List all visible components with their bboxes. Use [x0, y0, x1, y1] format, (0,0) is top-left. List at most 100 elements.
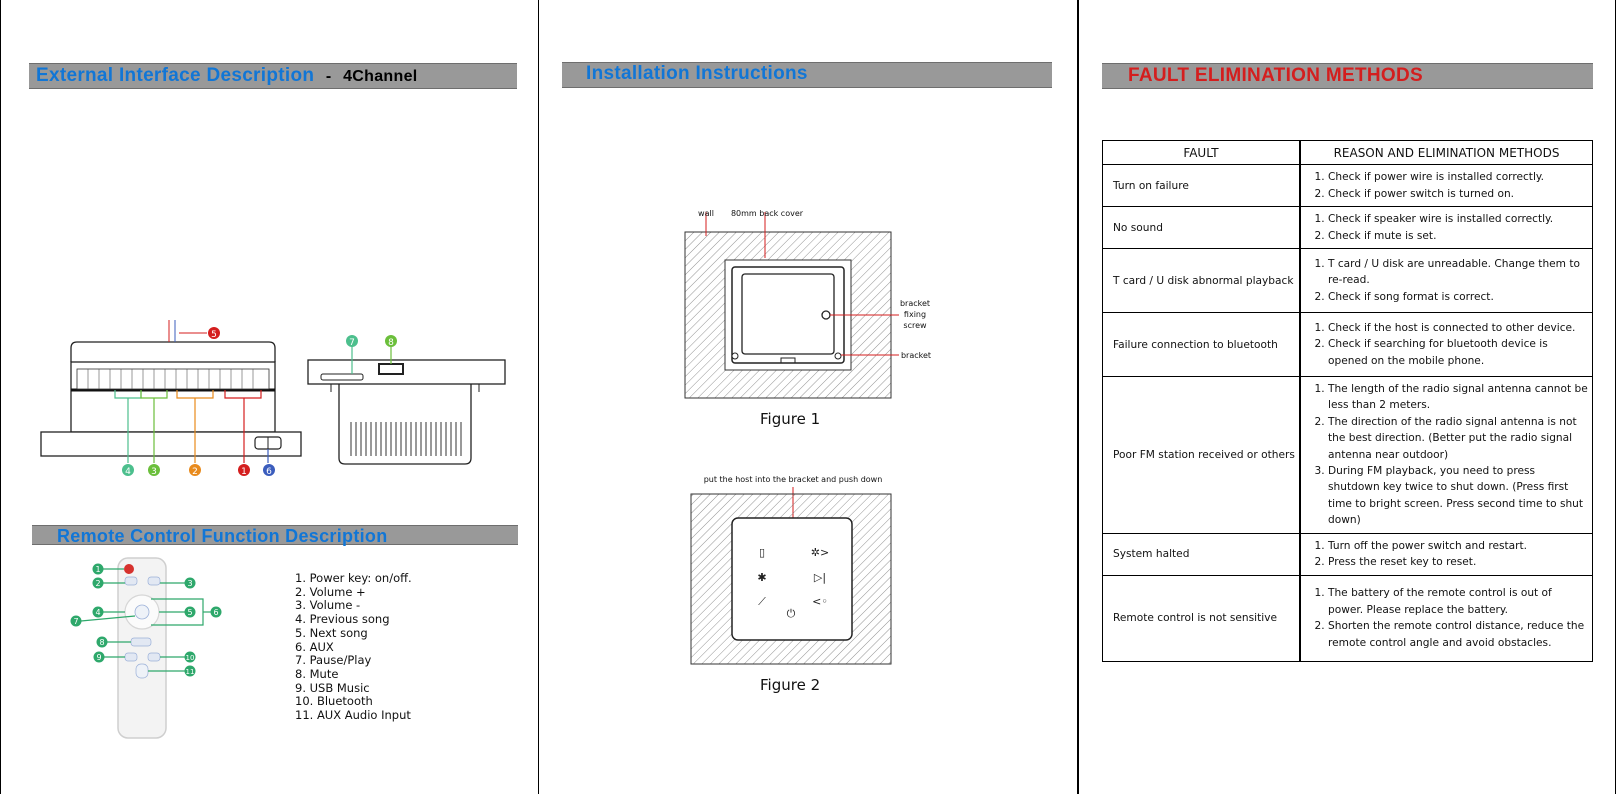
methods-cell: The battery of the remote control is out…	[1299, 574, 1593, 662]
list-item: 10. Bluetooth	[295, 694, 373, 709]
remote-function-list: 1. Power key: on/off. 2. Volume + 3. Vol…	[295, 571, 412, 723]
sd-card-icon: ▯	[759, 546, 765, 559]
svg-text:3: 3	[187, 579, 192, 588]
figure-2-diagram: put the host into the bracket and push d…	[690, 475, 892, 665]
fault-table: FAULT REASON AND ELIMINATION METHODS Tur…	[1102, 140, 1593, 662]
methods-cell: Check if the host is connected to other …	[1299, 312, 1593, 377]
figure-1-diagram: wall 80mm back cover bracket fixing scre…	[684, 209, 931, 399]
svg-text:6: 6	[213, 608, 218, 617]
method-item: Check if power wire is installed correct…	[1328, 169, 1588, 185]
remote-callout-4: 4	[92, 606, 104, 618]
remote-callout-5: 5	[184, 606, 196, 618]
list-item: 3. Volume -	[295, 598, 361, 613]
callout-7: 7	[346, 335, 358, 348]
fault-title: FAULT ELIMINATION METHODS	[1128, 65, 1423, 86]
back-icon: <◦	[812, 595, 828, 608]
remote-control-diagram: 1 2 3 4 5 6 7 8 9 10 11	[70, 557, 222, 739]
methods-cell: Check if power wire is installed correct…	[1299, 164, 1593, 207]
methods-cell: The length of the radio signal antenna c…	[1299, 376, 1593, 534]
device-panel-icons: ▯ ✲> ✱ ▷| ⟋ <◦ ⏻	[757, 546, 829, 620]
label-bracket: bracket	[901, 351, 931, 360]
svg-text:7: 7	[349, 338, 355, 348]
installation-title-bar: Installation Instructions	[562, 62, 1052, 88]
svg-text:8: 8	[388, 338, 394, 348]
table-row: Turn on failure Check if power wire is i…	[1102, 164, 1593, 207]
svg-text:4: 4	[95, 608, 100, 617]
label-wall: wall	[698, 209, 714, 218]
label-back-cover: 80mm back cover	[731, 209, 804, 218]
methods-cell: T card / U disk are unreadable. Change t…	[1299, 248, 1593, 313]
interface-title: External Interface Description - 4Channe…	[36, 65, 418, 87]
table-row: Remote control is not sensitive The batt…	[1102, 574, 1593, 662]
list-item: 1. Power key: on/off.	[295, 571, 412, 585]
svg-text:1: 1	[95, 565, 100, 574]
mute-icon: ⟋	[758, 595, 766, 608]
list-item: 11. AUX Audio Input	[295, 708, 411, 723]
method-item: T card / U disk are unreadable. Change t…	[1328, 256, 1588, 289]
fault-cell: T card / U disk abnormal playback	[1102, 248, 1301, 313]
method-item: Check if the host is connected to other …	[1328, 320, 1588, 336]
method-item: During FM playback, you need to press sh…	[1328, 463, 1588, 529]
svg-text:5: 5	[187, 608, 192, 617]
list-item: 2. Volume +	[295, 584, 366, 599]
callout-8: 8	[385, 335, 397, 348]
next-track-icon: ▷|	[814, 571, 826, 584]
svg-text:3: 3	[151, 467, 157, 477]
label-bracket-fixing-2: fixing	[904, 310, 926, 319]
remote-title: Remote Control Function Description	[57, 526, 388, 546]
callout-4: 4	[122, 464, 134, 477]
figure-1-caption: Figure 1	[760, 410, 821, 428]
callout-6: 6	[263, 464, 275, 477]
fault-cell: Failure connection to bluetooth	[1102, 312, 1301, 377]
remote-callout-11: 11	[184, 665, 196, 677]
table-row: Poor FM station received or others The l…	[1102, 376, 1593, 534]
interface-title-separator: -	[325, 68, 332, 85]
external-interface-panel: External Interface Description - 4Channe…	[0, 0, 538, 794]
installation-title: Installation Instructions	[586, 63, 808, 84]
svg-text:10: 10	[186, 654, 195, 662]
power-icon: ⏻	[787, 607, 796, 620]
method-item: The length of the radio signal antenna c…	[1328, 381, 1588, 414]
remote-callout-3: 3	[184, 577, 196, 589]
svg-text:1: 1	[241, 467, 247, 477]
fault-title-bar: FAULT ELIMINATION METHODS	[1102, 63, 1593, 89]
interface-title-bar: External Interface Description - 4Channe…	[29, 63, 517, 89]
list-item: 7. Pause/Play	[295, 653, 372, 668]
fault-cell: No sound	[1102, 206, 1301, 249]
label-bracket-fixing-3: screw	[903, 321, 927, 330]
svg-text:11: 11	[186, 668, 195, 676]
fm-icon: ✲>	[811, 546, 829, 559]
svg-text:2: 2	[192, 467, 198, 477]
table-row: No sound Check if speaker wire is instal…	[1102, 206, 1593, 249]
remote-title-bar: Remote Control Function Description	[32, 525, 518, 546]
callout-1: 1	[238, 464, 250, 477]
table-header-row: FAULT REASON AND ELIMINATION METHODS	[1102, 140, 1593, 165]
callout-5: 5	[208, 327, 220, 340]
method-item: Check if searching for bluetooth device …	[1328, 336, 1588, 369]
method-item: Check if speaker wire is installed corre…	[1328, 211, 1588, 227]
method-item: Check if song format is correct.	[1328, 289, 1588, 305]
table-row: System halted Turn off the power switch …	[1102, 532, 1593, 576]
figure-2-instruction: put the host into the bracket and push d…	[704, 475, 883, 484]
svg-text:2: 2	[95, 579, 100, 588]
method-item: Check if mute is set.	[1328, 228, 1588, 244]
remote-callout-1: 1	[92, 563, 104, 575]
label-bracket-fixing: bracket	[900, 299, 930, 308]
terminal-block	[76, 368, 270, 390]
header-methods: REASON AND ELIMINATION METHODS	[1299, 140, 1593, 165]
svg-text:7: 7	[73, 617, 78, 626]
list-item: 9. USB Music	[295, 680, 370, 695]
methods-cell: Check if speaker wire is installed corre…	[1299, 206, 1593, 249]
table-row: T card / U disk abnormal playback T card…	[1102, 248, 1593, 313]
fault-cell: Remote control is not sensitive	[1102, 574, 1301, 662]
svg-text:4: 4	[125, 467, 131, 477]
remote-callout-9: 9	[93, 651, 105, 663]
list-item: 6. AUX	[295, 639, 334, 654]
method-item: Turn off the power switch and restart.	[1328, 538, 1588, 554]
header-fault: FAULT	[1102, 140, 1301, 165]
table-row: Failure connection to bluetooth Check if…	[1102, 312, 1593, 377]
installation-panel: Installation Instructions wall 80mm back…	[538, 0, 1077, 794]
list-item: 5. Next song	[295, 625, 368, 640]
methods-cell: Turn off the power switch and restart. P…	[1299, 532, 1593, 576]
callout-2: 2	[189, 464, 201, 477]
